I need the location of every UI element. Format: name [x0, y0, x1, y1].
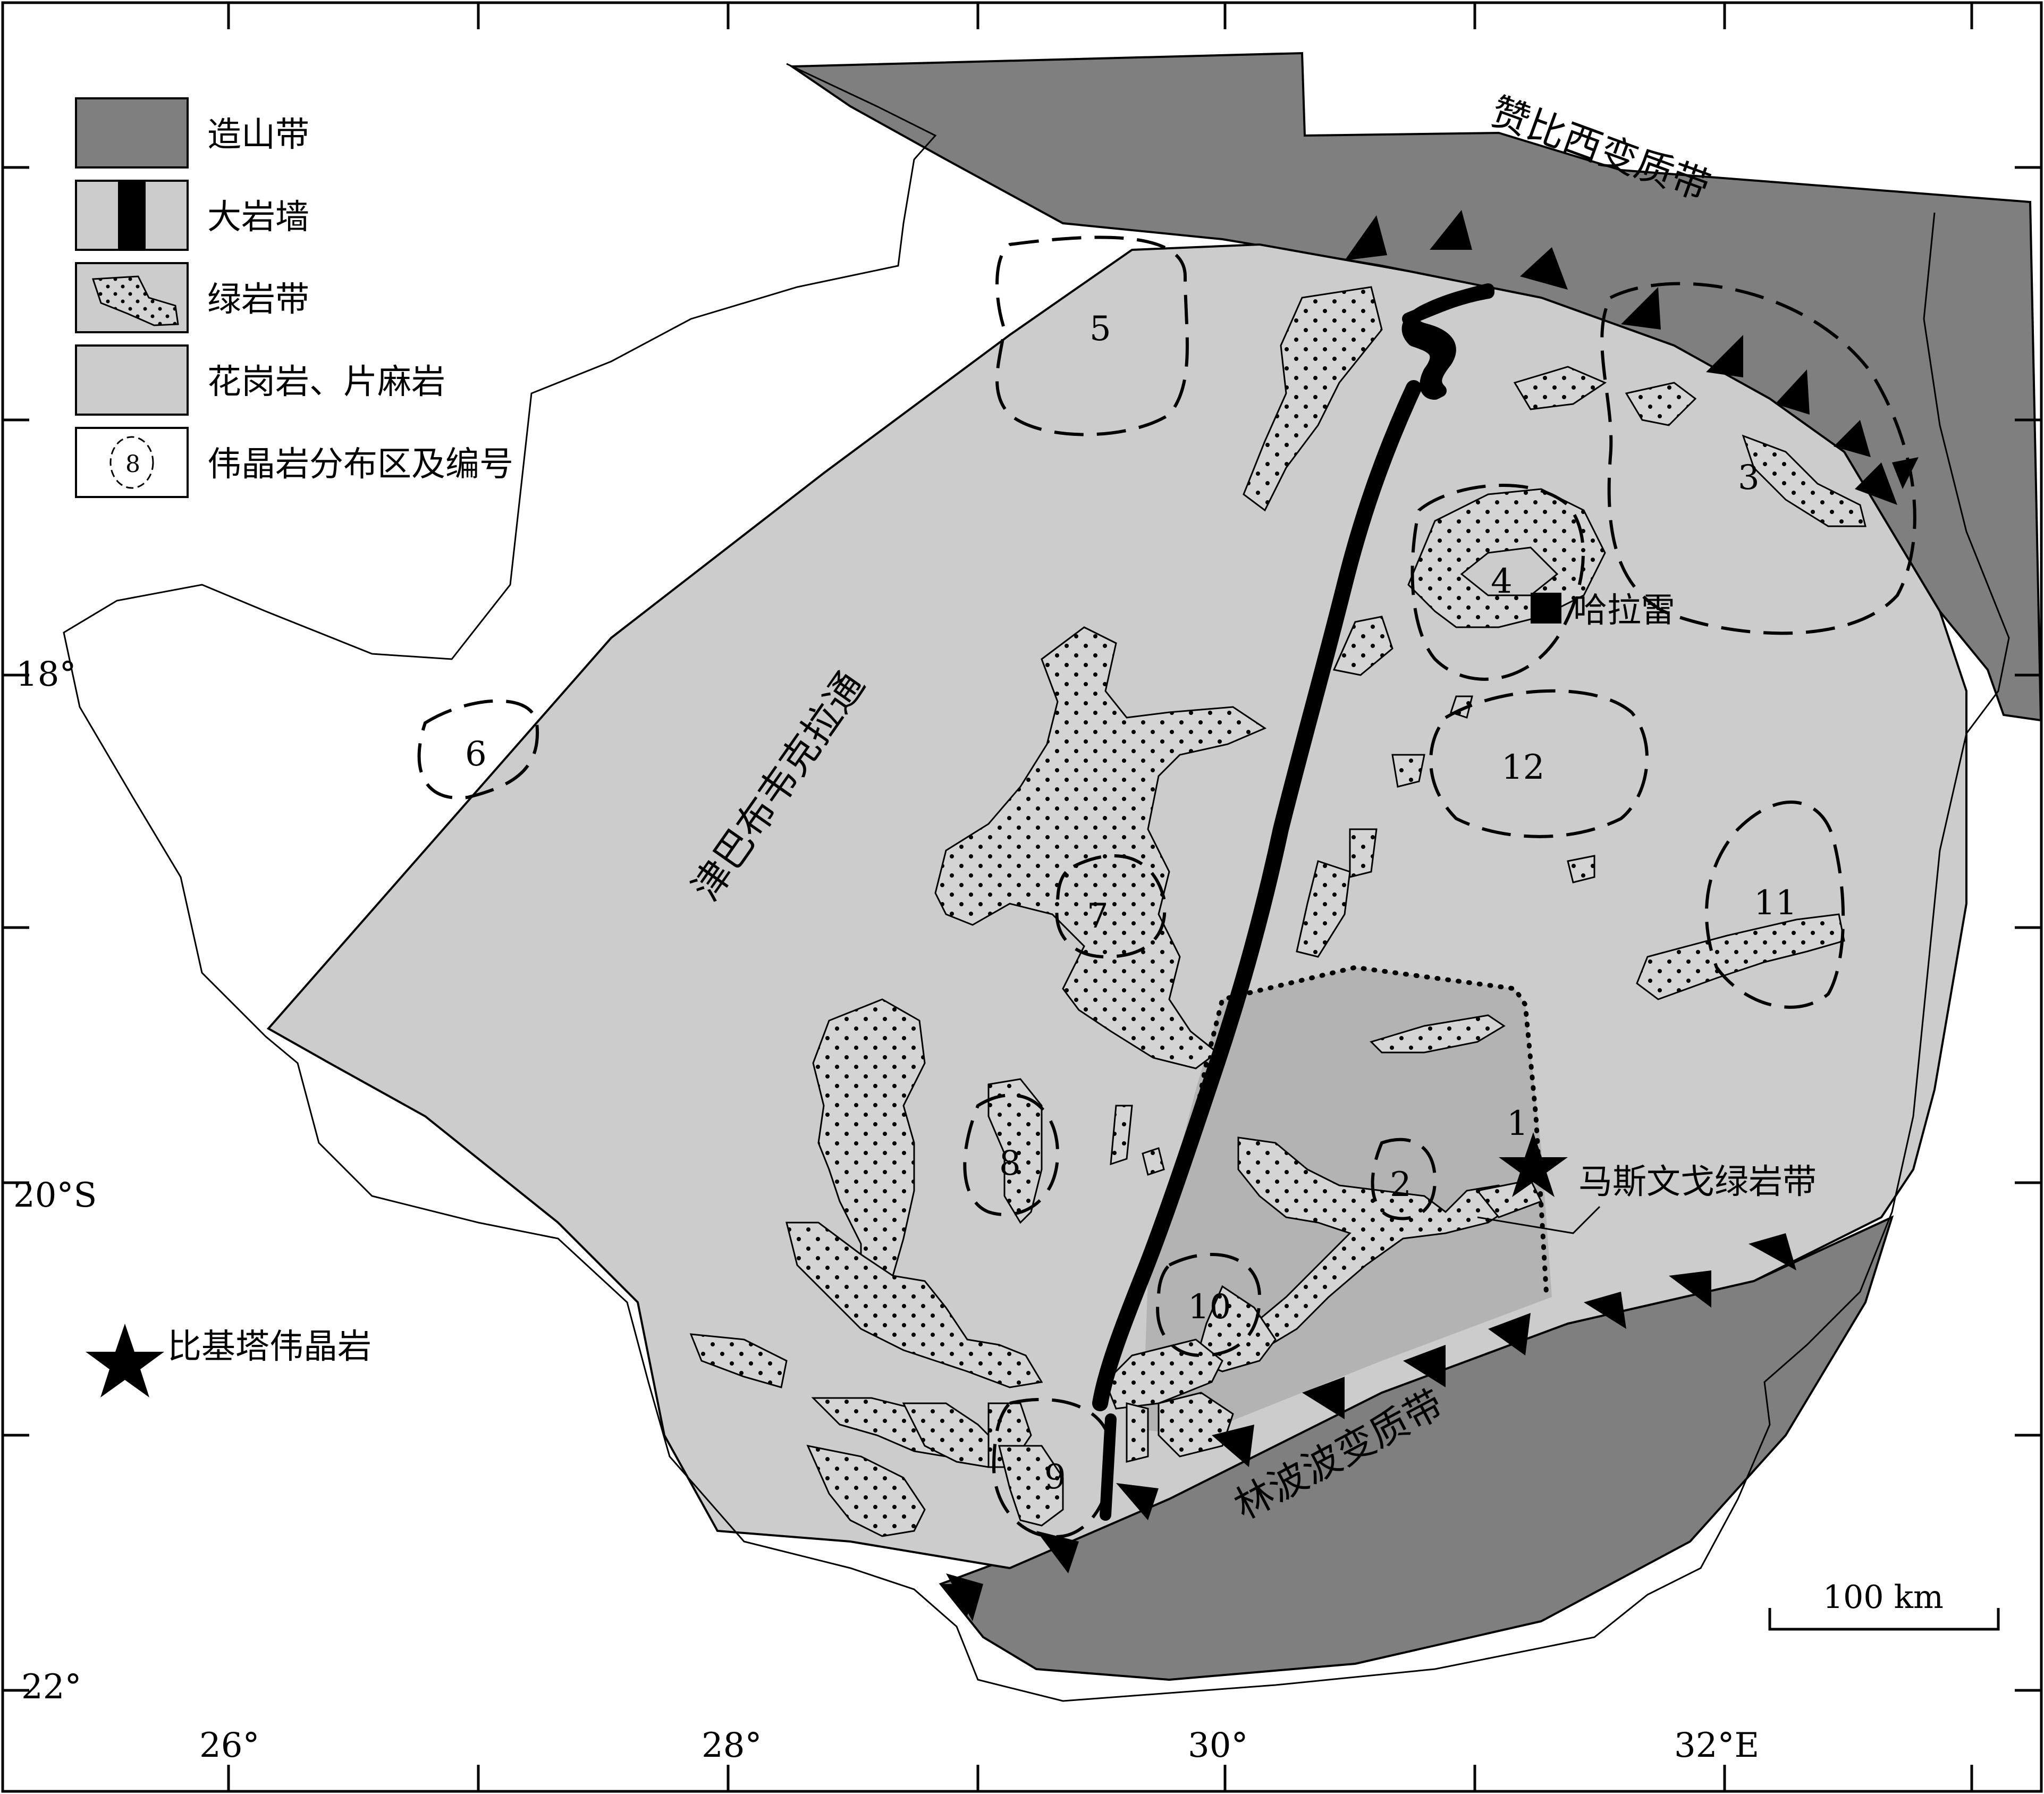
legend-label-granite: 花岗岩、片麻岩: [207, 363, 445, 402]
legend-great-dyke-bar: [118, 181, 146, 250]
harare-marker: [1531, 593, 1561, 624]
legend-label-greenstone: 绿岩带: [207, 280, 309, 319]
masvingo-leader-line: [1477, 1206, 1601, 1234]
bikita-legend-star: [86, 1324, 164, 1397]
legend-label-pegmatite: 伟晶岩分布区及编号: [207, 445, 513, 484]
pegmatite-number-2: 2: [1390, 1165, 1412, 1205]
lat-label-20: 20°S: [13, 1176, 97, 1215]
label-harare: 哈拉雷: [1573, 591, 1675, 630]
pegmatite-number-4: 4: [1491, 562, 1513, 601]
pegmatite-number-7: 7: [1087, 897, 1109, 936]
pegmatite-number-3: 3: [1738, 458, 1760, 498]
pegmatite-number-6: 6: [465, 735, 487, 774]
legend-swatch-orogen: [75, 97, 189, 169]
lon-label-26: 26°: [199, 1726, 259, 1765]
pegmatite-area-6: [417, 699, 539, 800]
pegmatite-area-11: [1704, 801, 1845, 1009]
bikita-star-marker: [1499, 1132, 1568, 1197]
pegmatite-area-8: [963, 1093, 1060, 1216]
pegmatite-number-5: 5: [1089, 309, 1111, 349]
legend: 造山带 大岩墙 绿岩带 花岗岩、片麻岩 8 伟晶岩分布区及编号: [75, 97, 513, 498]
frame-ticks: [3, 3, 2041, 1791]
scale-bar: 100 km: [1768, 1579, 2000, 1631]
latitude-labels: 18° 20°S 22°: [13, 655, 97, 1707]
country-boundary: [63, 63, 2010, 1702]
pegmatite-area-9: [992, 1397, 1113, 1539]
pegmatite-number-1: 1: [1507, 1104, 1528, 1143]
legend-label-great-dyke: 大岩墙: [207, 198, 309, 237]
lat-label-18: 18°: [16, 655, 76, 694]
pegmatite-area-10: [1156, 1253, 1262, 1358]
legend-swatch-pegmatite: [75, 427, 189, 498]
legend-label-orogen: 造山带: [207, 115, 309, 155]
pegmatite-numbers: 1 2 3 4 5 6 7 8 9 10 11 12: [465, 309, 1797, 1497]
pegmatite-number-12: 12: [1501, 748, 1544, 787]
pegmatite-areas: [417, 235, 1916, 1539]
great-dyke: [1092, 283, 1494, 1521]
pegmatite-area-4: [1410, 484, 1585, 681]
longitude-labels: 26° 28° 30° 32°E: [199, 1726, 1759, 1765]
legend-greenstone-shape: [91, 275, 179, 326]
label-masvingo-belt: 马斯文戈绿岩带: [1578, 1163, 1817, 1202]
bikita-legend-label: 比基塔伟晶岩: [167, 1327, 371, 1367]
pegmatite-number-11: 11: [1754, 883, 1797, 923]
pegmatite-area-2: [1371, 1138, 1437, 1220]
legend-pegmatite-number: 8: [125, 451, 140, 478]
greenstone-belts: [689, 286, 1866, 1537]
lon-label-28: 28°: [702, 1726, 762, 1765]
lat-label-22: 22°: [21, 1667, 81, 1707]
thrust-teeth: [941, 210, 1919, 1621]
lon-label-32: 32°E: [1674, 1726, 1759, 1765]
pegmatite-number-9: 9: [1044, 1458, 1066, 1497]
pegmatite-number-8: 8: [999, 1144, 1021, 1183]
lon-label-30: 30°: [1188, 1726, 1248, 1765]
pegmatite-area-12: [1429, 689, 1649, 838]
pegmatite-area-7: [1055, 854, 1167, 959]
legend-pegmatite-ellipse: [109, 436, 154, 489]
scale-bar-label: 100 km: [1823, 1579, 1944, 1616]
pegmatite-area-3: [1600, 282, 1916, 635]
pegmatite-number-10: 10: [1188, 1287, 1231, 1327]
legend-swatch-granite: [75, 344, 189, 416]
pegmatite-area-5: [995, 235, 1189, 436]
